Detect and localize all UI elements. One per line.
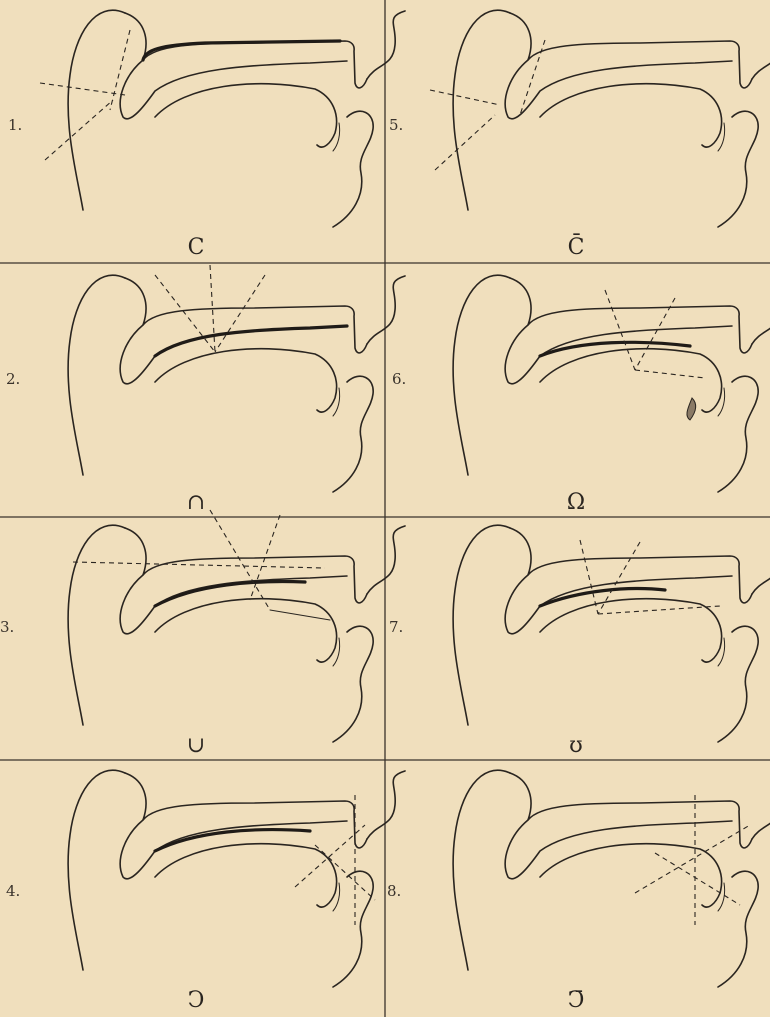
panel-2-tract — [68, 265, 405, 492]
panel-1-number: 1. — [8, 118, 22, 133]
panel-1-symbol: C — [176, 237, 216, 259]
panel-6-number: 6. — [392, 372, 406, 387]
panel-6-tract — [453, 275, 770, 492]
panel-4-tract — [68, 770, 405, 987]
panel-6-symbol: Ω — [556, 492, 596, 514]
panel-3-symbol: ∪ — [176, 735, 216, 757]
panel-3-number: 3. — [0, 620, 14, 635]
panel-3-tract — [68, 510, 405, 742]
panel-1-tract — [40, 10, 405, 227]
panel-7-number: 7. — [389, 620, 403, 635]
panel-8-symbol: Ↄ̄ — [556, 990, 596, 1012]
panel-4-number: 4. — [6, 884, 20, 899]
panel-7-tract — [453, 525, 770, 742]
panel-2-symbol: ∩ — [176, 492, 216, 514]
panel-5-symbol: C̄ — [556, 237, 596, 259]
panel-2-number: 2. — [6, 372, 20, 387]
panel-5-tract — [430, 10, 770, 227]
panel-5-number: 5. — [389, 118, 403, 133]
panel-8-tract — [453, 770, 770, 987]
panel-4-symbol: Ↄ — [176, 990, 216, 1012]
panel-7-symbol: ʊ — [556, 735, 596, 757]
panel-8-number: 8. — [387, 884, 401, 899]
